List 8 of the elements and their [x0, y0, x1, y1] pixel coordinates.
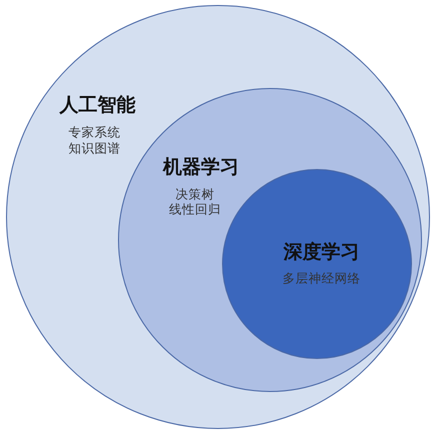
- circle-item: 线性回归: [169, 202, 221, 216]
- circle-title: 机器学习: [163, 155, 239, 180]
- circle-item: 知识图谱: [68, 140, 120, 155]
- circle-title: 人工智能: [60, 92, 136, 118]
- circle-item: 多层神经网络: [282, 270, 360, 285]
- circle-item: 专家系统: [68, 124, 120, 139]
- circle-item: 决策树: [176, 186, 214, 202]
- circle-title: 深度学习: [284, 240, 360, 264]
